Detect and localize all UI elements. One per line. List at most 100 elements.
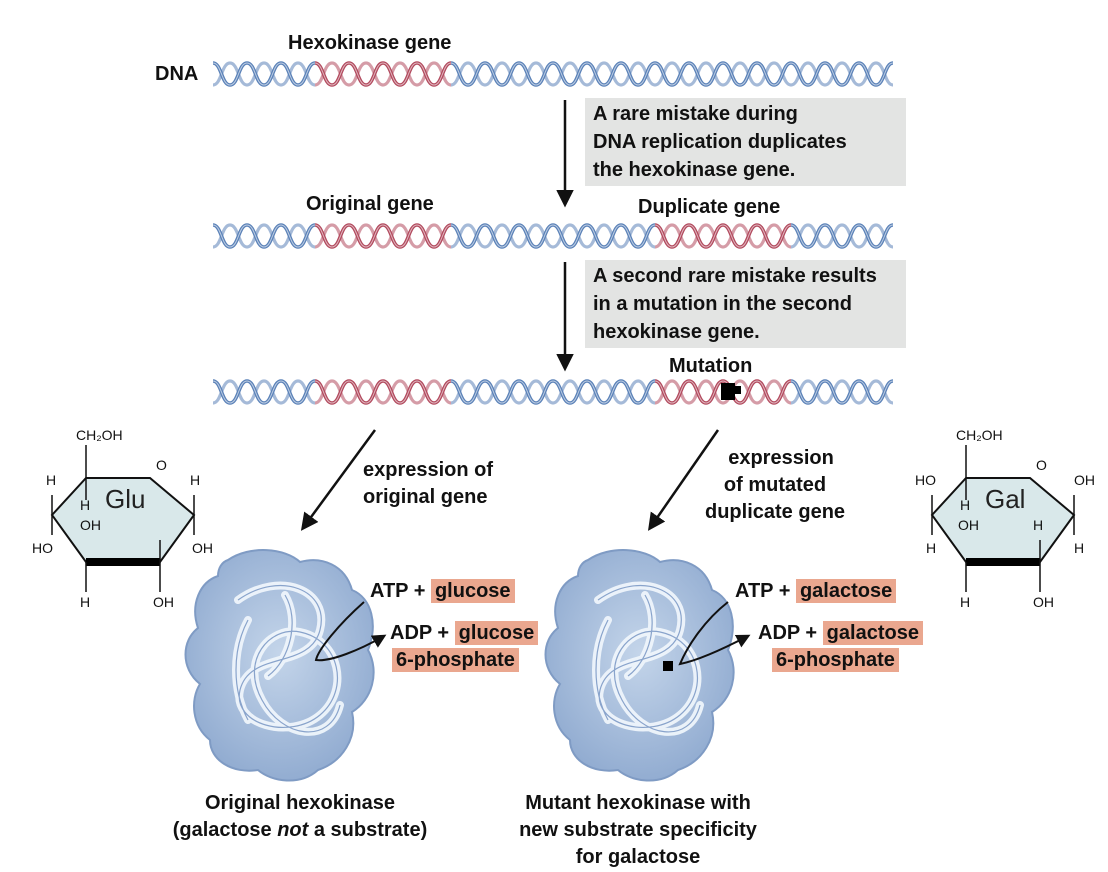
dna-backbone [756,223,792,249]
dna-backbone [688,223,724,249]
dna-backbone [416,223,452,249]
dna-backbone [246,223,282,249]
glu-atom: H [80,594,90,610]
reaction-left-atp: ATP + [370,580,431,602]
reaction-right-atp: ATP + [735,580,796,602]
dna-highlight [280,380,316,404]
expression-right-line: of mutated [723,474,827,496]
dna-backbone [484,379,520,405]
dna-highlight [314,380,350,404]
dna-backbone [654,223,690,249]
dna-highlight [756,224,792,248]
protein-mutation-site [663,661,673,671]
reaction-left-phosphate: 6-phosphate [392,648,519,672]
dna-backbone [382,61,418,87]
dna-highlight [824,380,860,404]
hexokinase-gene-label: Hexokinase gene [288,32,452,54]
glu-atom: HO [32,540,53,556]
dna-highlight [314,62,350,86]
step1-line: A rare mistake during [593,103,798,125]
caption-right-line: new substrate specificity [519,819,757,841]
dna-backbone [756,61,792,87]
dna-backbone [722,223,758,249]
reaction-right-product: galactose [822,621,923,645]
reaction-left-line2: ADP + glucose [390,620,539,647]
step2-line: in a mutation in the second [593,293,852,315]
dna-highlight [654,224,690,248]
glu-ring-o: O [156,457,167,473]
gal-atom: HO [915,472,936,488]
dna-backbone [280,223,316,249]
dna-backbone [654,61,690,87]
dna-backbone [518,61,554,87]
duplicate-gene-label: Duplicate gene [638,196,781,218]
gal-ring-o: O [1036,457,1047,473]
glucose-ring [50,445,196,592]
reaction-right-substrate: galactose [795,579,897,603]
dna-highlight [620,224,656,248]
dna-highlight [552,62,588,86]
dna-highlight [756,62,792,86]
dna-highlight [246,62,282,86]
dna-highlight [790,224,826,248]
dna-backbone [314,223,350,249]
original-hexokinase-protein [184,549,375,782]
reaction-right-line1: ATP + galactose [735,578,897,605]
dna-highlight [552,224,588,248]
glu-top-group: CH₂OH [76,427,123,443]
dna-backbone [450,61,486,87]
dna-backbone [314,61,350,87]
dna-backbone [382,223,418,249]
caption-right: Mutant hexokinase with new substrate spe… [488,790,788,871]
glu-atom: OH [192,540,213,556]
reaction-left-line3: 6-phosphate [392,647,519,674]
dna-backbone [824,61,860,87]
caption-right-line: Mutant hexokinase with [525,792,751,814]
reaction-right-phosphate: 6-phosphate [772,648,899,672]
dna-strand-mutated [212,379,894,405]
dna-highlight [382,380,418,404]
dna-highlight [518,224,554,248]
mutant-hexokinase-protein [544,549,735,782]
dna-highlight [518,380,554,404]
dna-highlight [620,62,656,86]
dna-highlight [348,224,384,248]
caption-left: Original hexokinase (galactose not a sub… [150,790,450,844]
expression-left-label: expression of original gene [363,457,493,511]
gal-atom: OH [1033,594,1054,610]
dna-backbone [654,379,690,405]
gal-atom: H [960,497,970,513]
dna-highlight [722,62,758,86]
dna-backbone [212,223,248,249]
dna-backbone [314,379,350,405]
dna-highlight [484,62,520,86]
gal-atom-h-right: H [1074,540,1084,556]
expression-left-line: original gene [363,486,488,508]
dna-backbone [280,61,316,87]
mutation-marker-notch [733,386,741,394]
dna-backbone [688,61,724,87]
dna-highlight [280,224,316,248]
glu-atom: H [190,472,200,488]
dna-highlight [824,224,860,248]
dna-backbone [416,61,452,87]
dna-highlight [212,380,248,404]
step1-line: the hexokinase gene. [593,159,796,181]
dna-highlight [688,62,724,86]
reaction-right-line2: ADP + galactose [758,620,923,647]
dna-highlight [416,224,452,248]
gal-atom: H [1033,517,1043,533]
reaction-left-line1: ATP + glucose [370,578,515,605]
dna-highlight [450,62,486,86]
dna-backbone [790,61,826,87]
expression-right-label: expression of mutated duplicate gene [705,445,845,526]
arrow-expression-left [300,429,377,531]
dna-backbone [790,223,826,249]
caption-left-not: not [277,819,309,841]
reaction-right-line3: 6-phosphate [772,647,899,674]
reaction-left-adp: ADP + [390,622,455,644]
gal-atom: OH [958,517,979,533]
dna-highlight [654,380,690,404]
dna-backbone [620,223,656,249]
